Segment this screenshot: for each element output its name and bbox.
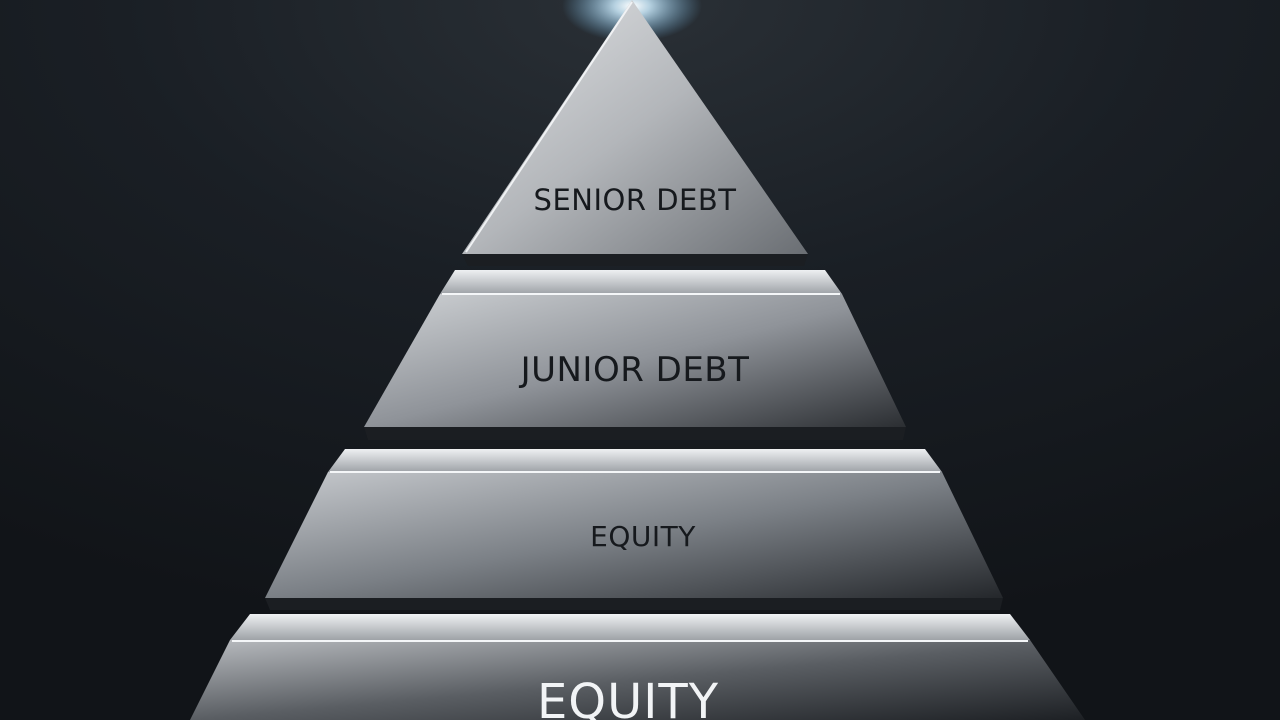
tier-4-face — [190, 640, 1085, 720]
tier-1-label: SENIOR DEBT — [534, 183, 737, 217]
tier-3-face — [265, 472, 1003, 598]
tier-4: EQUITY — [190, 614, 1085, 720]
tier-2: JUNIOR DEBT — [364, 270, 906, 440]
tier-3-ledge — [328, 449, 942, 472]
tier-3-label: EQUITY — [590, 520, 696, 553]
tier-1-face — [462, 0, 808, 254]
tier-2-base — [364, 427, 906, 440]
tier-1: SENIOR DEBT — [462, 0, 808, 266]
tier-1-base — [462, 254, 808, 266]
tier-3-base — [265, 598, 1003, 610]
tier-2-label: JUNIOR DEBT — [519, 350, 750, 390]
tier-2-ledge — [440, 270, 842, 294]
tier-3: EQUITY — [265, 449, 1003, 610]
tier-4-label: EQUITY — [537, 674, 719, 720]
tier-4-ledge — [230, 614, 1030, 640]
tier-1-edge — [465, 1, 633, 253]
tier-2-face — [364, 294, 906, 427]
